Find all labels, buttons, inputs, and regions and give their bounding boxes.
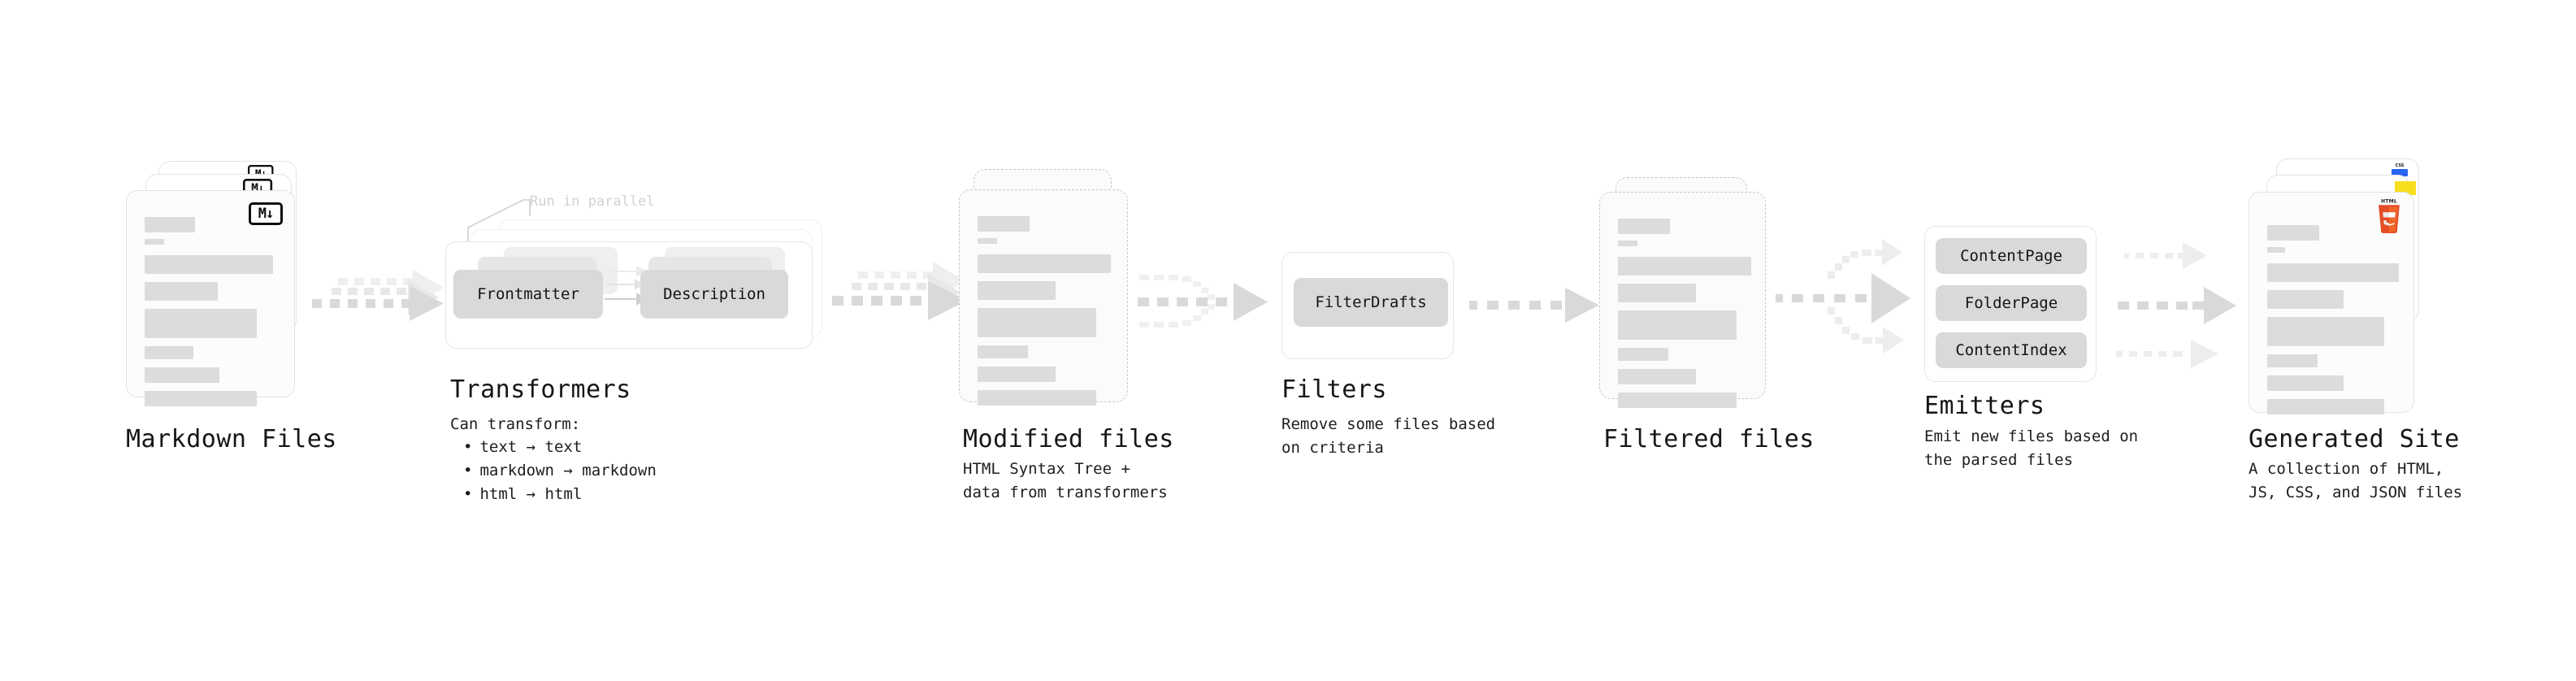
transformers-bullets: • text → text • markdown → markdown • ht… bbox=[463, 436, 657, 506]
emitter-chip-folderpage[interactable]: FolderPage bbox=[1936, 285, 2087, 321]
transformer-chip-frontmatter[interactable]: Frontmatter bbox=[453, 270, 603, 319]
modified-files-title: Modified files bbox=[963, 425, 1174, 453]
modified-card-front bbox=[959, 189, 1128, 406]
filters-desc: Remove some files based on criteria bbox=[1281, 415, 1496, 457]
markdown-card-skeleton bbox=[145, 217, 276, 413]
transformer-chip-description[interactable]: Description bbox=[640, 270, 788, 319]
markdown-files-title: Markdown Files bbox=[126, 425, 337, 453]
html5-icon: HTML bbox=[2379, 199, 2400, 233]
arrow-filtered-to-emitters bbox=[1776, 239, 1910, 354]
bullet-text: markdown → markdown bbox=[479, 462, 657, 479]
bullet-text: html → html bbox=[479, 485, 583, 503]
filtered-card-front bbox=[1599, 192, 1766, 408]
emitters-group: ContentPage FolderPage ContentIndex bbox=[1924, 226, 2097, 382]
arrow-modified-to-filters bbox=[1138, 275, 1268, 327]
modified-card-skeleton bbox=[978, 216, 1111, 412]
arrow-emitters-to-site bbox=[2116, 242, 2236, 368]
markdown-icon: M↓ bbox=[249, 202, 283, 225]
transformers-desc: Can transform: bbox=[450, 415, 581, 433]
bullet-text: text → text bbox=[479, 438, 583, 456]
markdown-card-front: M↓ bbox=[126, 190, 295, 406]
bullet-marker: • bbox=[463, 462, 473, 479]
generated-site-title: Generated Site bbox=[2249, 425, 2460, 453]
transformers-bullet: • markdown → markdown bbox=[463, 459, 657, 483]
arrow-transformers-to-modified bbox=[832, 262, 967, 320]
filtered-files-card-stack bbox=[1599, 177, 1802, 437]
filters-group: FilterDrafts bbox=[1281, 252, 1454, 359]
svg-text:HTML: HTML bbox=[2381, 199, 2397, 205]
js-icon bbox=[2395, 181, 2416, 195]
site-card-skeleton bbox=[2267, 225, 2399, 421]
transformers-bullet: • text → text bbox=[463, 436, 657, 459]
emitter-chip-contentpage[interactable]: ContentPage bbox=[1936, 238, 2087, 274]
filtered-files-title: Filtered files bbox=[1603, 425, 1815, 453]
emitter-chip-contentindex[interactable]: ContentIndex bbox=[1936, 332, 2087, 368]
run-in-parallel-label: Run in parallel bbox=[530, 193, 655, 210]
modified-files-desc: HTML Syntax Tree + data from transformer… bbox=[963, 460, 1168, 501]
transformers-group: Run in parallel Frontmatter Description bbox=[439, 179, 845, 358]
filter-chip-filterdrafts[interactable]: FilterDrafts bbox=[1294, 278, 1448, 327]
transformers-title: Transformers bbox=[450, 375, 631, 404]
emitters-title: Emitters bbox=[1924, 392, 2045, 420]
markdown-files-card-stack: M↓ M↓ M↓ bbox=[126, 161, 329, 429]
site-card-front: HTML bbox=[2249, 192, 2414, 414]
transformers-bullet: • html → html bbox=[463, 483, 657, 506]
bullet-marker: • bbox=[463, 438, 473, 456]
filtered-card-skeleton bbox=[1618, 219, 1751, 414]
filters-title: Filters bbox=[1281, 375, 1387, 404]
arrow-filters-to-filtered bbox=[1469, 288, 1599, 323]
emitters-desc: Emit new files based on the parsed files bbox=[1924, 427, 2139, 469]
generated-site-desc: A collection of HTML, JS, CSS, and JSON … bbox=[2249, 460, 2463, 501]
arrow-markdown-to-transformers bbox=[312, 270, 444, 321]
modified-files-card-stack bbox=[959, 169, 1162, 429]
css-icon bbox=[2392, 163, 2408, 176]
generated-site-card-stack: HTML bbox=[2249, 158, 2460, 427]
bullet-marker: • bbox=[463, 485, 473, 503]
